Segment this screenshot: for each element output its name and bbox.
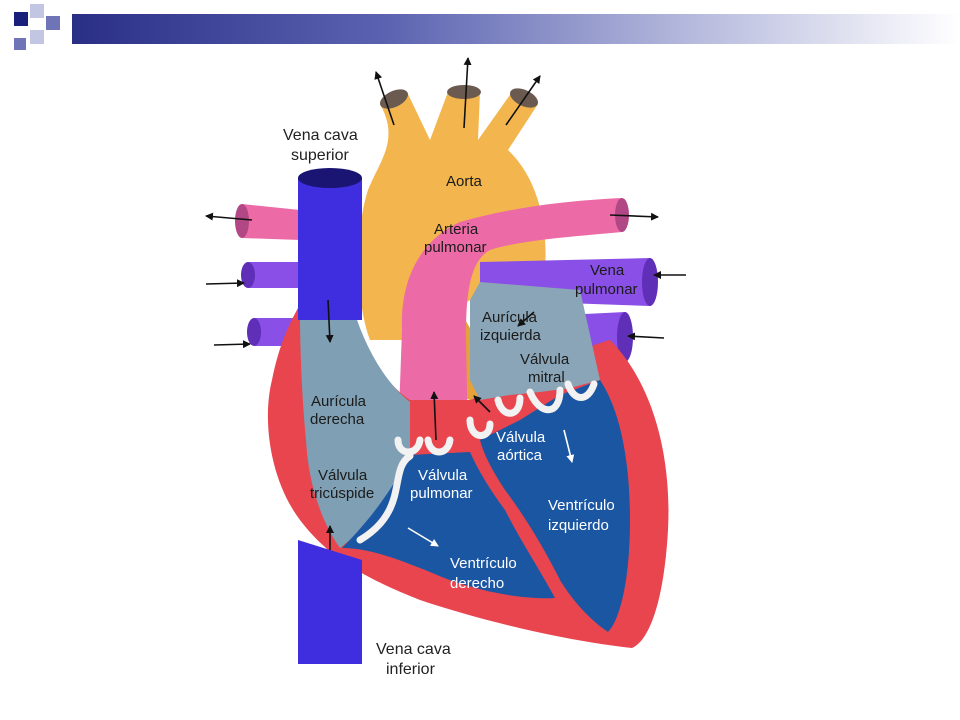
label-aorta: Aorta	[446, 173, 483, 190]
label-vena-cava-inferior: Vena cava inferior	[376, 641, 455, 678]
label-vena-cava-superior: Vena cava superior	[283, 127, 362, 164]
label-valvula-tricuspide: Válvula tricúspide	[310, 467, 374, 502]
label-vena-pulmonar: Vena pulmonar	[575, 262, 638, 298]
pulmonary-artery-left-branch	[235, 204, 300, 240]
label-valvula-mitral: Válvula mitral	[520, 351, 573, 386]
valves	[356, 380, 598, 544]
label-valvula-aortica: Válvula aórtica	[496, 429, 549, 464]
header-gradient-bar	[72, 14, 960, 44]
header-square	[14, 12, 28, 26]
flow-arrows	[205, 57, 686, 550]
label-arteria-pulmonar: Arteria pulmonar	[424, 221, 487, 256]
header-square	[30, 4, 44, 18]
slide-header-decoration	[0, 0, 960, 60]
label-valvula-pulmonar: Válvula pulmonar	[410, 467, 473, 502]
label-ventriculo-derecho: Ventrículo derecho	[450, 555, 521, 592]
flow-arrows-white	[407, 429, 575, 547]
label-auricula-izquierda: Aurícula izquierda	[480, 309, 542, 344]
label-auricula-derecha: Aurícula derecha	[310, 393, 370, 428]
header-square	[46, 16, 60, 30]
vena-cava-shape	[298, 168, 362, 664]
header-square	[14, 38, 26, 50]
label-ventriculo-izquierdo: Ventrículo izquierdo	[548, 497, 619, 534]
header-square	[30, 30, 44, 44]
